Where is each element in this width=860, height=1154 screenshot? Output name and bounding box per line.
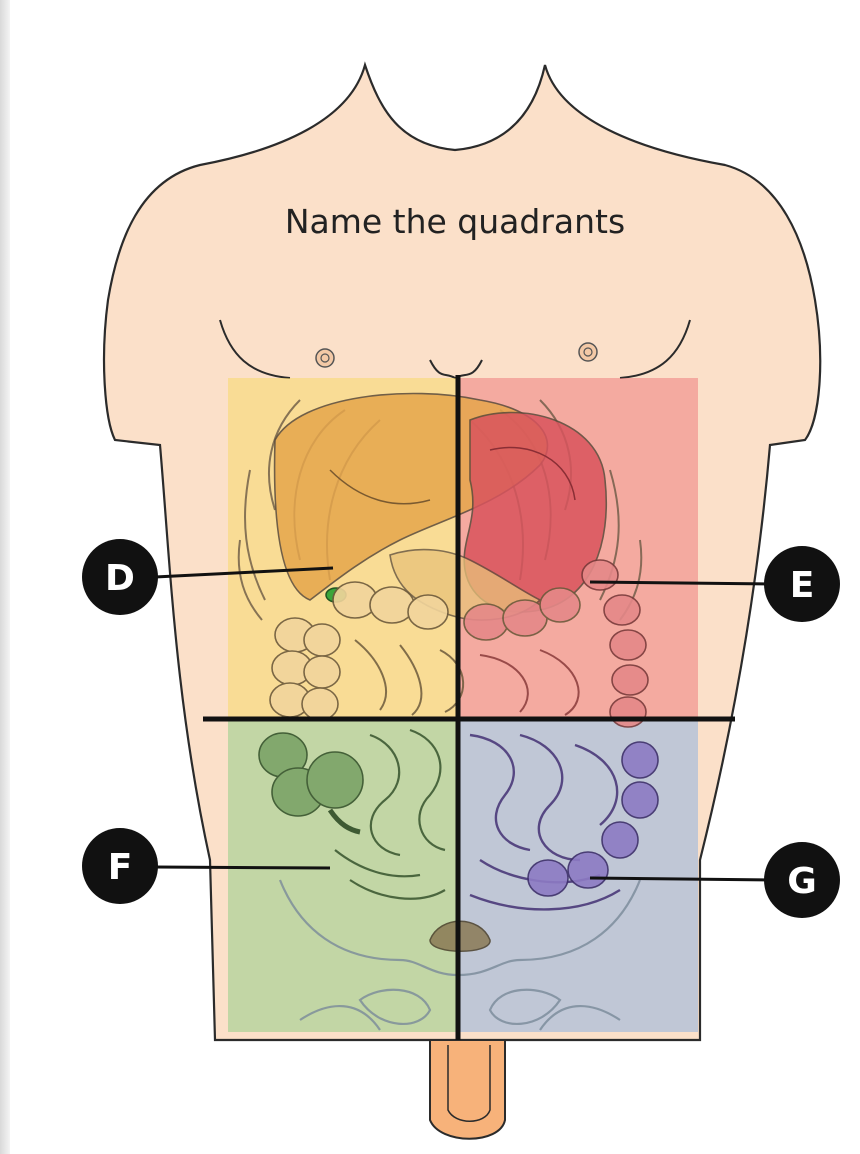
diagram-title: Name the quadrants [285,202,625,241]
marker-e: E [764,546,840,622]
marker-d: D [82,539,158,615]
marker-g-label: G [787,861,817,902]
marker-e-label: E [790,565,815,606]
marker-g: G [764,842,840,918]
marker-f: F [82,828,158,904]
nipple-right [579,343,597,361]
lower-body-skin [430,1040,505,1139]
leader-line-f [155,867,330,868]
nipple-left [316,349,334,367]
leader-line-g [590,878,775,880]
leader-line-e [590,582,775,584]
ascending-colon [270,618,340,720]
marker-d-label: D [105,558,135,599]
marker-f-label: F [108,847,133,888]
